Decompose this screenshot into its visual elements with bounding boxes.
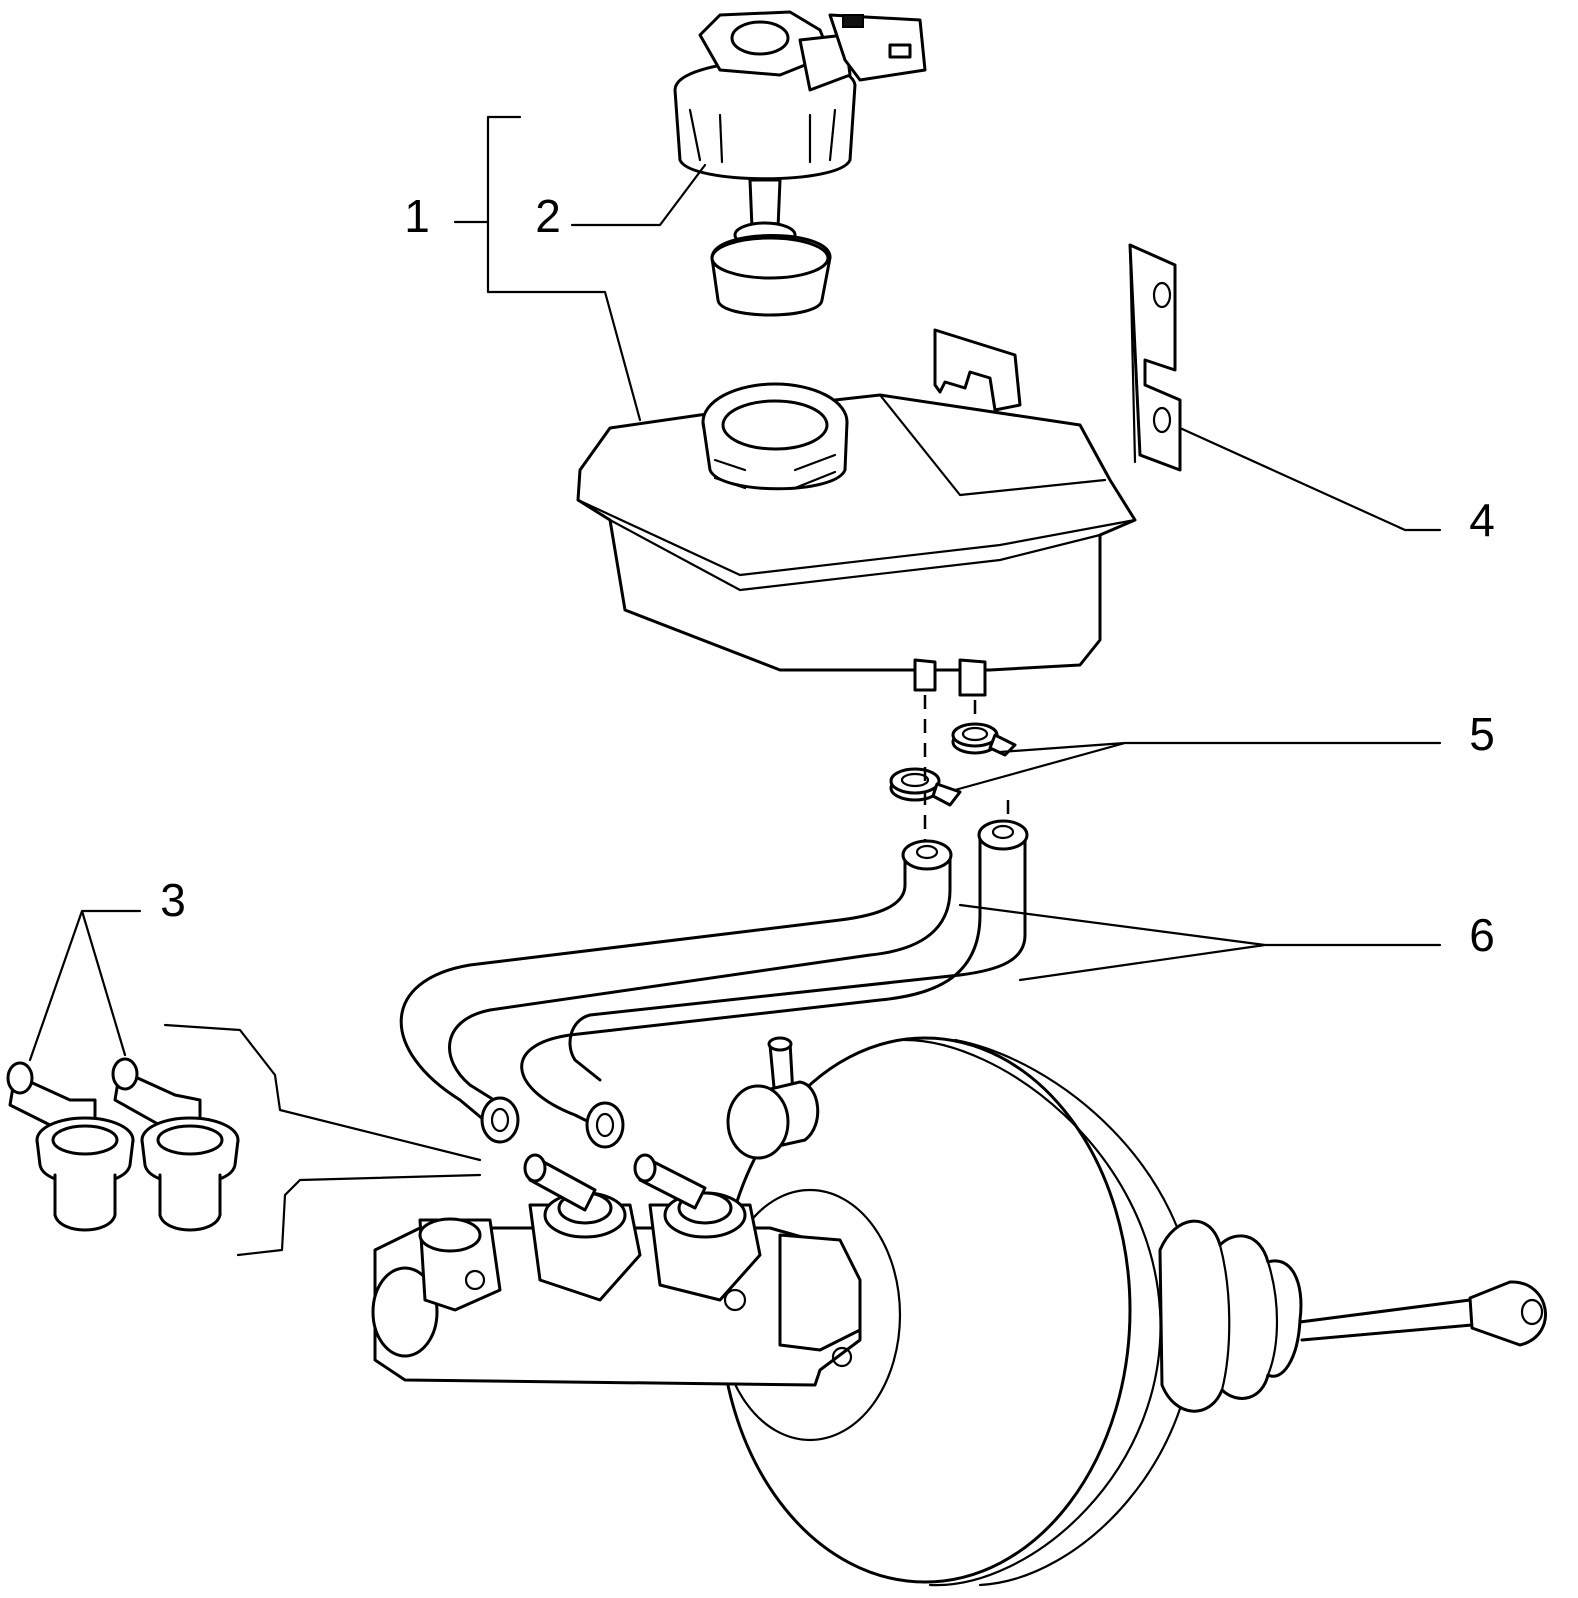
callout-5: 5	[1469, 708, 1495, 760]
callout-2: 2	[535, 190, 561, 242]
callout-1: 1	[404, 190, 430, 242]
mounting-bracket	[1128, 243, 1182, 472]
leader-lines	[28, 115, 1442, 1062]
callout-4: 4	[1469, 494, 1495, 546]
reservoir-hoses	[399, 819, 1029, 1149]
fluid-reservoir	[576, 328, 1137, 697]
leader-6	[958, 903, 1442, 982]
alignment-line-right	[973, 700, 1010, 830]
reservoir-cap-sensor	[673, 10, 927, 317]
leader-3	[28, 909, 142, 1062]
leader-4	[1178, 426, 1442, 532]
leader-2	[570, 163, 707, 227]
master-cylinder	[371, 1153, 862, 1387]
callout-6: 6	[1469, 909, 1495, 961]
group-bracket-3	[163, 1023, 482, 1257]
leader-1	[453, 115, 642, 422]
elbow-connectors	[6, 1057, 240, 1232]
vacuum-check-valve	[726, 1036, 820, 1160]
leader-5	[953, 741, 1442, 792]
hose-clamps	[889, 722, 1017, 807]
callout-3: 3	[160, 874, 186, 926]
